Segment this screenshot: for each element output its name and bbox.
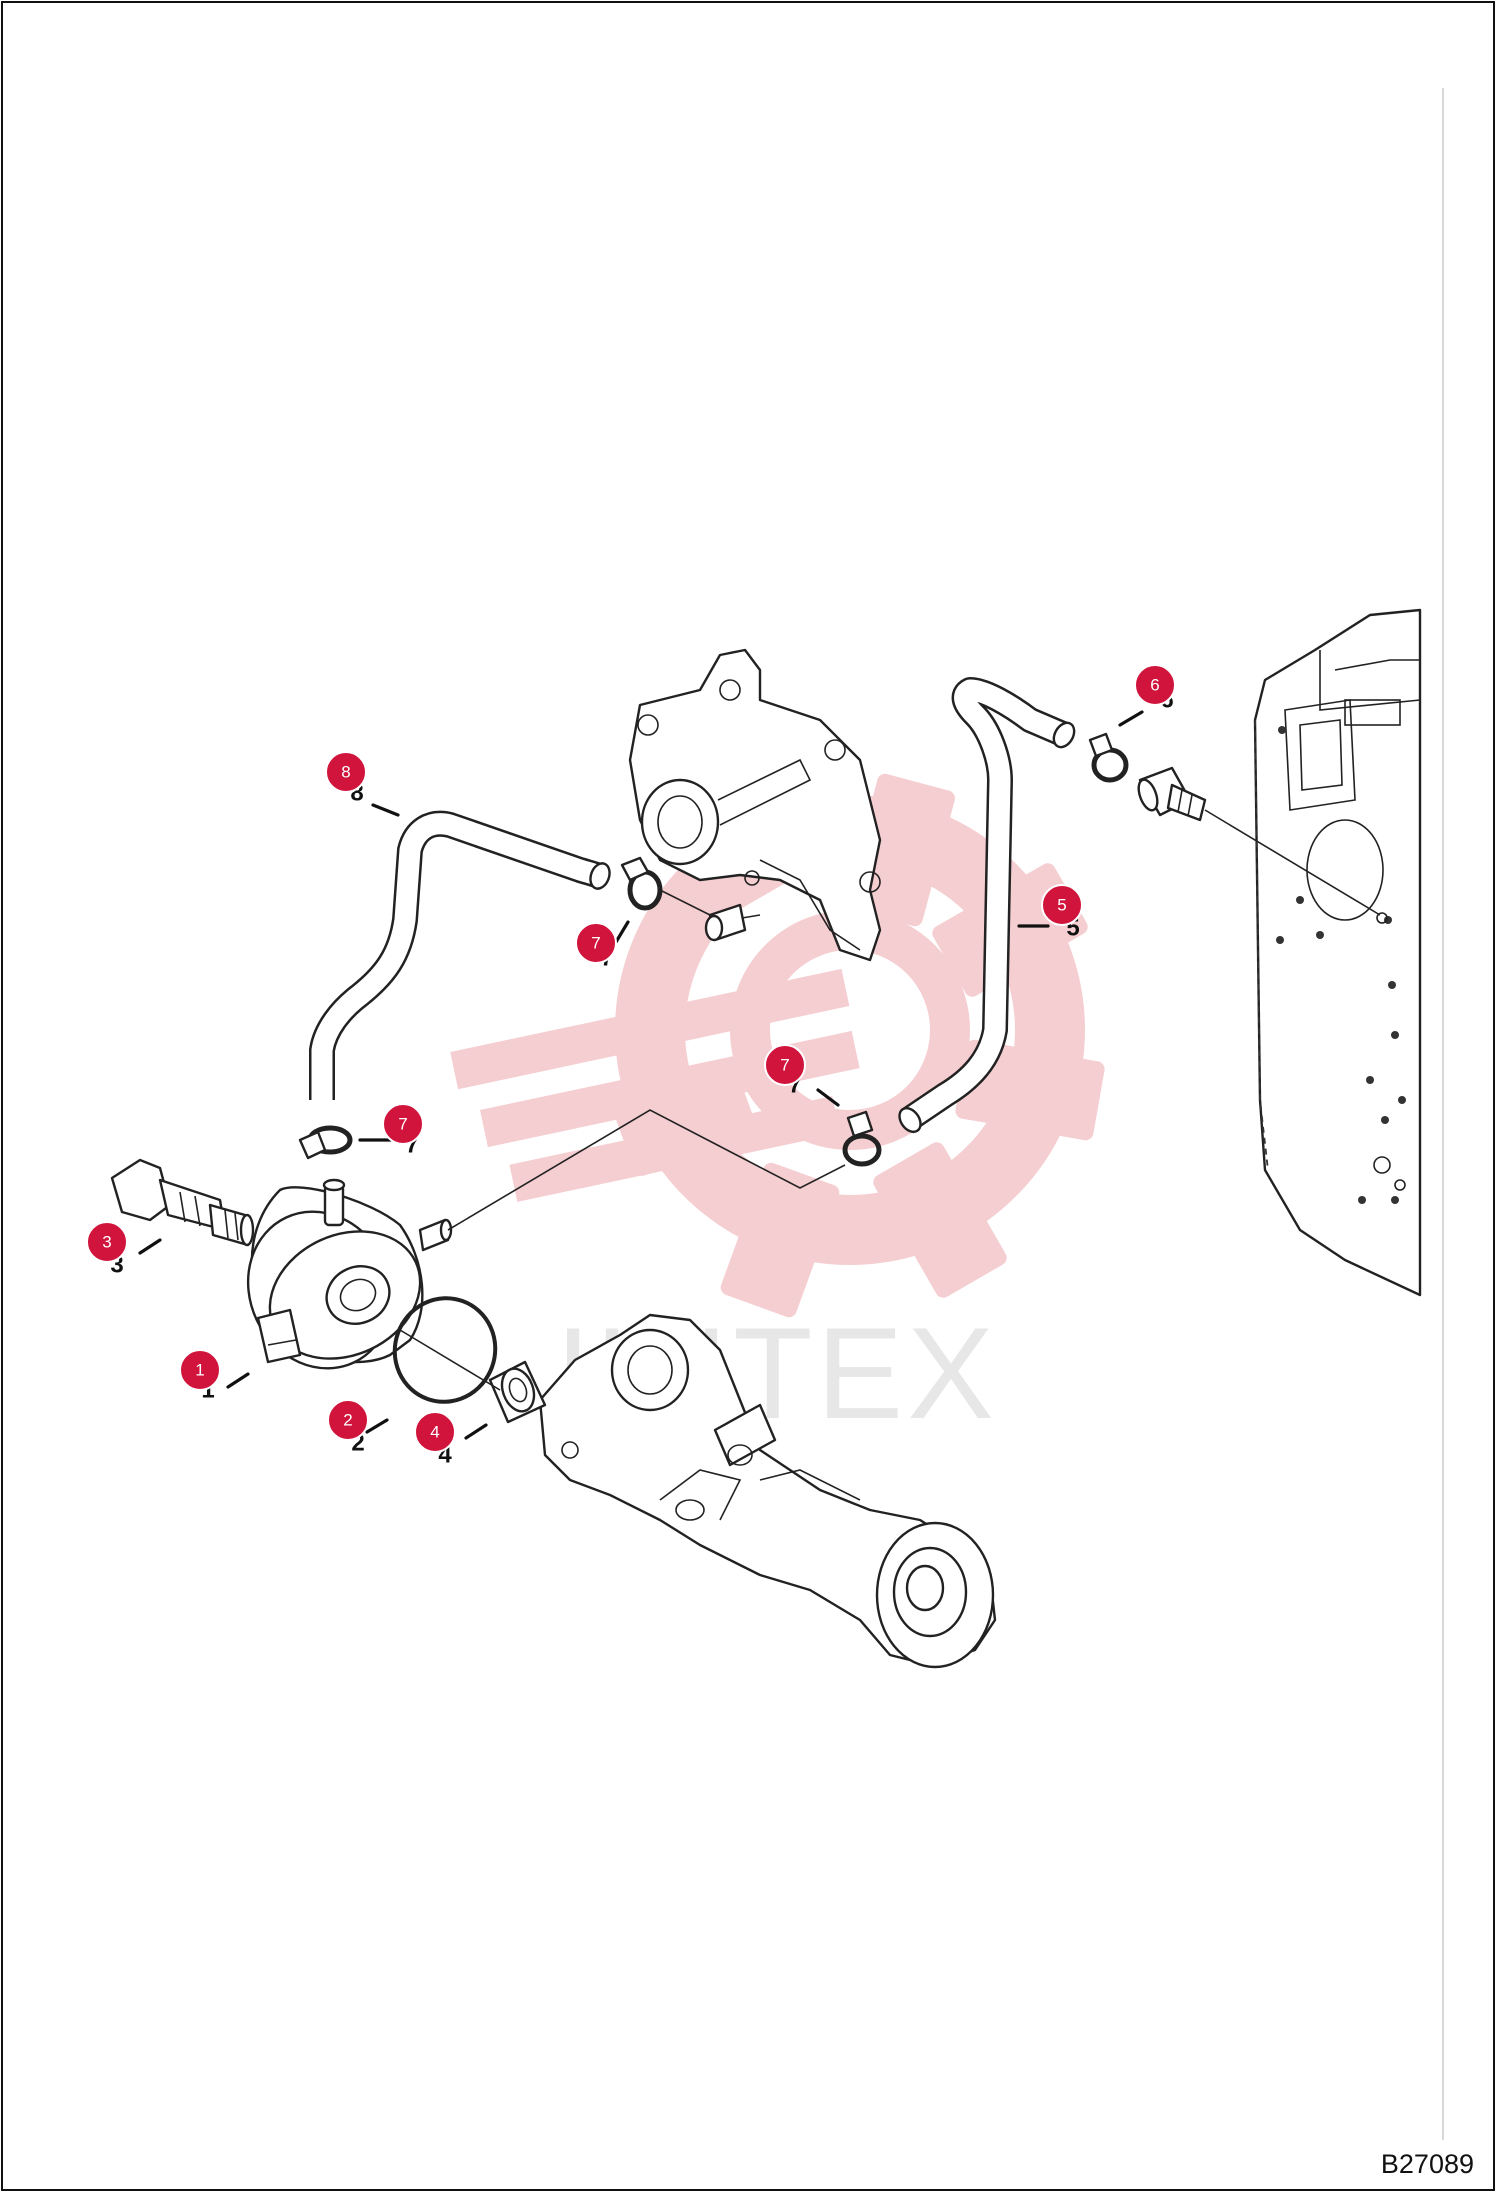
- svg-text:1: 1: [195, 1361, 204, 1380]
- hose-5: [898, 677, 1076, 1134]
- svg-text:6: 6: [1150, 676, 1159, 695]
- callout-6: 6 6: [1134, 664, 1176, 714]
- water-pump-housing: [628, 648, 882, 962]
- hose-clamp-upper: [620, 856, 663, 911]
- hollow-bolt: [110, 1158, 255, 1247]
- gear-case-housing: [538, 1313, 997, 1669]
- callout-1: 1 1: [179, 1349, 221, 1404]
- svg-text:7: 7: [398, 1115, 407, 1134]
- engine-block: [1253, 608, 1422, 1297]
- hose-clamp-left: [298, 1125, 353, 1160]
- svg-text:4: 4: [430, 1423, 439, 1442]
- callout-5: 5 5: [1041, 884, 1083, 942]
- hose-fitting-engine: [1137, 766, 1207, 822]
- callout-leaders: [138, 710, 1144, 1440]
- svg-text:7: 7: [591, 934, 600, 953]
- svg-text:7: 7: [780, 1056, 789, 1075]
- svg-text:2: 2: [343, 1411, 352, 1430]
- svg-text:3: 3: [102, 1233, 111, 1252]
- hose-8: [309, 810, 611, 1100]
- callout-7-left: 7 7: [382, 1103, 424, 1159]
- svg-text:5: 5: [1057, 896, 1066, 915]
- callout-7-upper: 7 7: [575, 922, 617, 972]
- callout-7-lower: 7 7: [764, 1044, 806, 1099]
- svg-text:8: 8: [341, 763, 350, 782]
- assembly-guide-lines: [399, 809, 1381, 1391]
- callout-4: 4 4: [414, 1411, 456, 1469]
- callout-3: 3 3: [86, 1221, 128, 1279]
- oil-cooler: [246, 1178, 453, 1370]
- hose-clamp-6: [1088, 732, 1129, 783]
- spacer-sleeve: [488, 1360, 547, 1424]
- hose-clamp-lower: [842, 1110, 882, 1167]
- callout-2: 2 2: [327, 1399, 369, 1457]
- diagram-id-label: B27089: [1380, 2149, 1474, 2179]
- hose-fitting-upper: [704, 903, 761, 942]
- o-ring: [392, 1296, 498, 1404]
- callout-8: 8 8: [325, 751, 367, 807]
